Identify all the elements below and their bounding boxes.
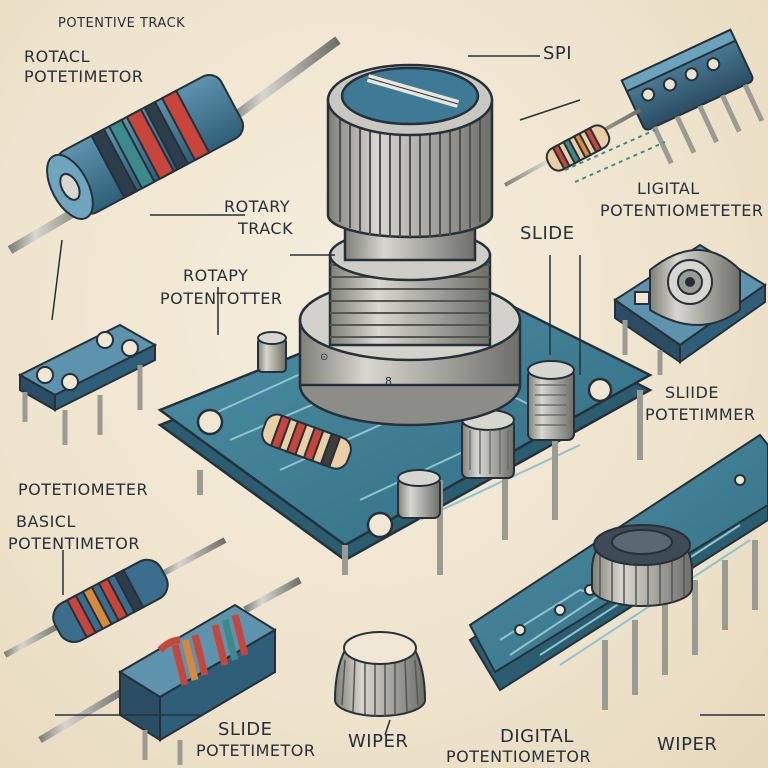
label-rotacl-line1: ROTACL — [24, 47, 90, 66]
label-rotary-track-line1: ROTARY — [224, 197, 291, 216]
label-potentive-track: POTENTIVE TRACK — [58, 16, 186, 31]
wiper-knob-icon — [333, 631, 427, 717]
label-basicl-line2: POTENTIMETOR — [8, 534, 140, 553]
svg-text:8: 8 — [385, 375, 392, 388]
left-dip-chip-icon — [17, 239, 158, 445]
label-potetiometer: POTETIOMETER — [18, 480, 149, 499]
pcb-trimmer-knobs-icon — [257, 331, 575, 519]
label-slide-bottom-line2: POTETIMETOR — [196, 741, 316, 760]
bottom-left-axial-resistor-icon — [3, 537, 227, 658]
right-trimmer-potentiometer-icon — [613, 243, 767, 375]
label-rotacl-line2: POTETIMETOR — [24, 67, 144, 86]
label-digital-line1: DIGITAL — [500, 726, 574, 747]
label-ligital-line2: POTENTIOMETETER — [600, 201, 764, 220]
label-wiper-right: WIPER — [657, 734, 718, 755]
svg-text:⊙: ⊙ — [320, 352, 328, 363]
label-slide-top: SLIDE — [520, 223, 575, 244]
label-digital-line2: POTENTIOMETOR — [446, 747, 592, 766]
label-ligital-line1: LIGITAL — [637, 179, 700, 198]
label-basicl-line1: BASICL — [16, 512, 76, 531]
top-left-axial-potentiometer-icon — [7, 36, 341, 254]
label-slide-bottom-line1: SLIDE — [218, 719, 273, 740]
label-slide-pot-line2: POTETIMMER — [645, 405, 756, 424]
label-rotapy-line1: ROTAPY — [183, 266, 249, 285]
label-wiper-left: WIPER — [348, 731, 409, 752]
label-spi: SPI — [543, 43, 573, 64]
digital-potentiometer-pcb-icon — [468, 433, 768, 716]
main-rotary-potentiometer-icon: ⊙ 8 — [298, 63, 522, 427]
leader-lines — [55, 214, 581, 736]
label-slide-pot-line1: SLIIDE — [665, 383, 719, 402]
top-right-dip-chip-icon — [468, 28, 765, 187]
pcb-resistor-icon — [261, 413, 352, 470]
label-rotary-track-line2: TRACK — [238, 219, 294, 238]
label-rotapy-line2: POTENTOTTER — [160, 289, 283, 308]
